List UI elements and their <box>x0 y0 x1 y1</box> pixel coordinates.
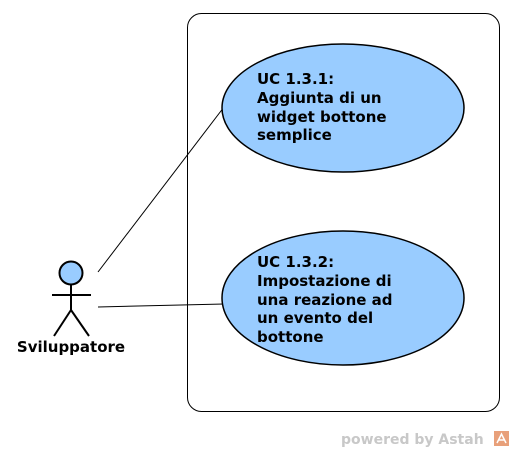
actor-sviluppatore[interactable]: Sviluppatore <box>17 260 125 357</box>
use-case-label-line: un evento del <box>257 309 373 327</box>
use-case-label-line: UC 1.3.2: <box>257 253 334 271</box>
use-case-label: UC 1.3.1: Aggiunta di un widget bottone … <box>257 70 392 144</box>
use-case-uc-1-3-1[interactable]: UC 1.3.1: Aggiunta di un widget bottone … <box>221 43 465 173</box>
actor-left-leg <box>53 309 72 337</box>
use-case-ellipse[interactable] <box>221 43 465 173</box>
astah-logo-icon <box>494 431 509 446</box>
actor-right-leg <box>70 309 90 337</box>
use-case-uc-1-3-2[interactable]: UC 1.3.2: Impostazione di una reazione a… <box>221 230 465 366</box>
watermark-text: powered by Astah <box>341 432 484 448</box>
use-case-label: UC 1.3.2: Impostazione di una reazione a… <box>257 253 398 346</box>
use-case-label-line: widget bottone <box>257 108 387 126</box>
actor-head-icon <box>58 260 84 286</box>
use-case-ellipse[interactable] <box>221 230 465 366</box>
use-case-label-line: semplice <box>257 126 332 144</box>
use-case-label-line: Aggiunta di un <box>257 89 382 107</box>
astah-watermark: powered by Astah <box>341 431 509 448</box>
use-case-label-line: UC 1.3.1: <box>257 70 334 88</box>
use-case-label-line: bottone <box>257 328 324 346</box>
actor-name-label: Sviluppatore <box>17 338 125 356</box>
association-line-uc-1-3-1[interactable] <box>97 106 225 273</box>
use-case-label-line: una reazione ad <box>257 291 393 309</box>
use-case-label-line: Impostazione di <box>257 272 392 290</box>
association-line-uc-1-3-2[interactable] <box>97 303 225 308</box>
